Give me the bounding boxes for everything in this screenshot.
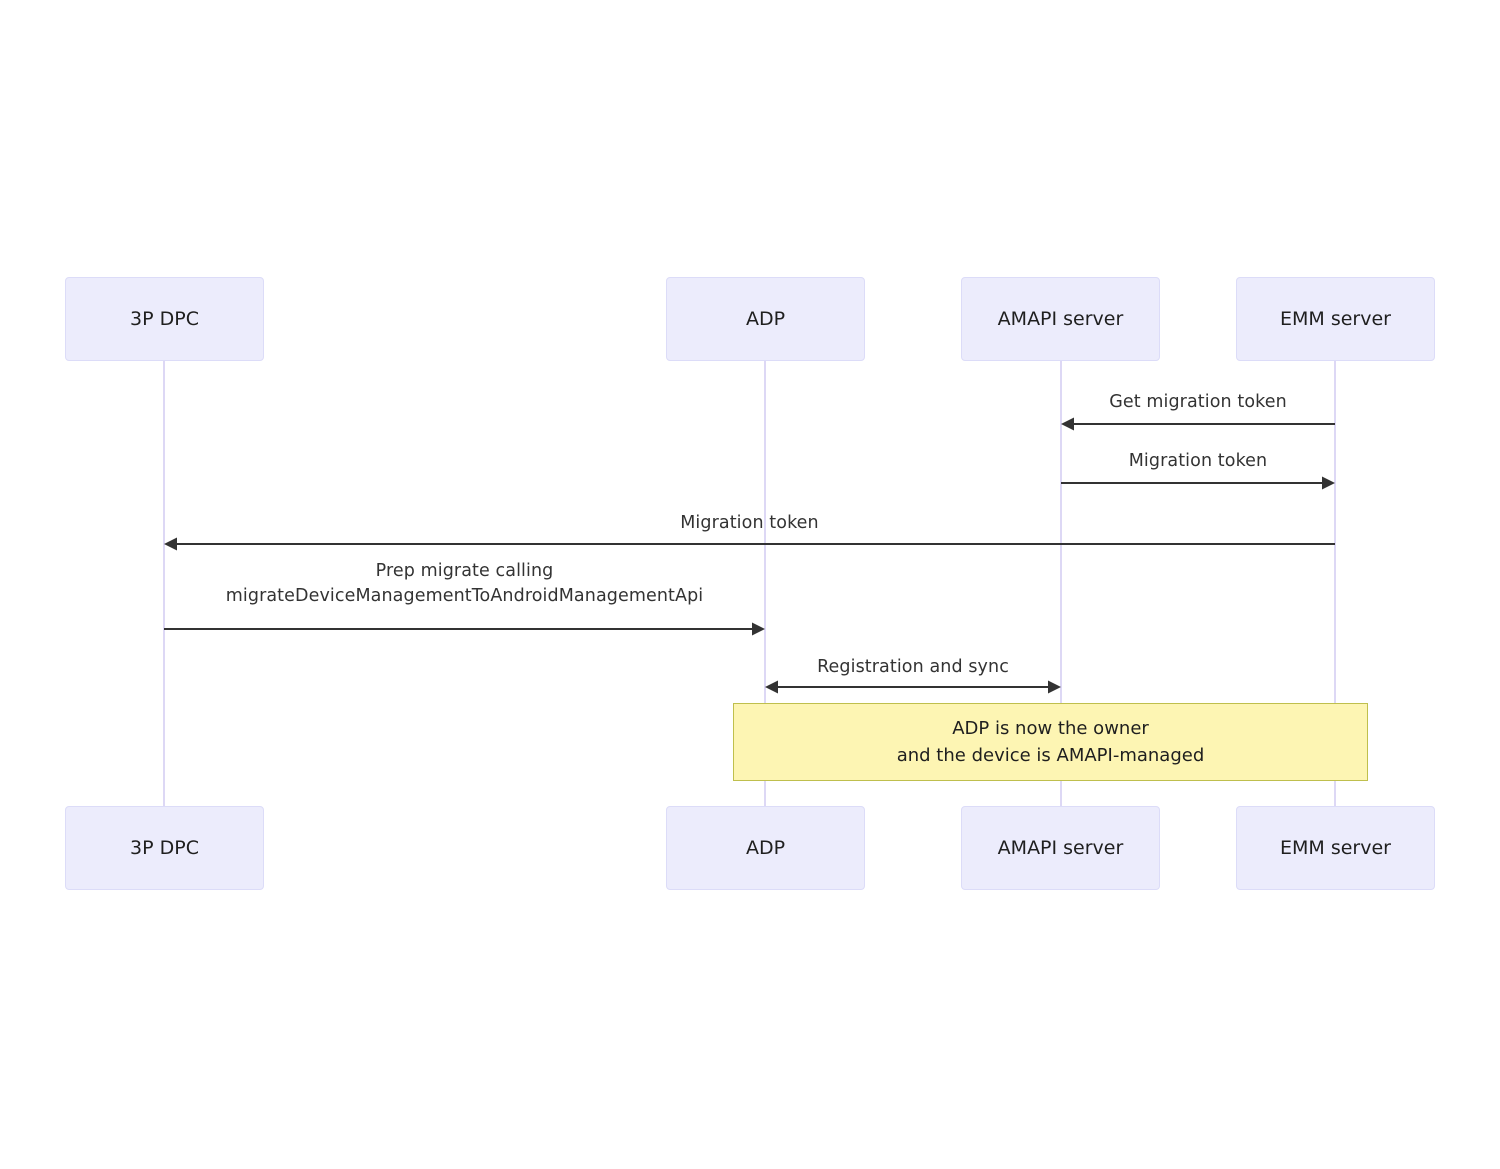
note-line: and the device is AMAPI-managed	[896, 745, 1205, 766]
participant-footer-emm[interactable]: EMM server	[1236, 806, 1435, 890]
lifeline-amapi	[1060, 361, 1062, 806]
participant-header-label: AMAPI server	[997, 307, 1124, 330]
lifeline-emm	[1334, 361, 1336, 806]
message-arrow-m5	[765, 680, 1061, 694]
participant-footer-label: ADP	[745, 836, 786, 859]
participant-header-label: 3P DPC	[130, 307, 199, 330]
participant-footer-dpc[interactable]: 3P DPC	[65, 806, 264, 890]
participant-footer-amapi[interactable]: AMAPI server	[961, 806, 1160, 890]
participant-header-dpc[interactable]: 3P DPC	[65, 277, 264, 361]
message-label-m4: Prep migrate calling migrateDeviceManage…	[225, 561, 704, 607]
participant-header-label: ADP	[745, 307, 786, 330]
participant-footer-adp[interactable]: ADP	[666, 806, 865, 890]
message-label-m1: Get migration token	[1109, 392, 1287, 412]
note-n1: ADP is now the owner and the device is AM…	[733, 703, 1368, 781]
message-label-m3: Migration token	[680, 513, 819, 533]
note-line: ADP is now the owner	[952, 718, 1149, 739]
lifeline-dpc	[163, 361, 165, 806]
lifeline-adp	[764, 361, 766, 806]
participant-header-label: EMM server	[1280, 307, 1391, 330]
message-label-m2: Migration token	[1128, 451, 1268, 471]
participant-footer-label: 3P DPC	[130, 836, 199, 859]
message-label-m5: Registration and sync	[817, 657, 1009, 677]
participant-footer-label: EMM server	[1280, 836, 1391, 859]
participant-header-amapi[interactable]: AMAPI server	[961, 277, 1160, 361]
participant-header-emm[interactable]: EMM server	[1236, 277, 1435, 361]
message-arrow-m2	[1061, 476, 1335, 490]
message-arrow-m1	[1061, 417, 1335, 431]
message-arrow-m3	[164, 537, 1335, 551]
participant-header-adp[interactable]: ADP	[666, 277, 865, 361]
message-arrow-m4	[164, 622, 765, 636]
participant-footer-label: AMAPI server	[997, 836, 1124, 859]
